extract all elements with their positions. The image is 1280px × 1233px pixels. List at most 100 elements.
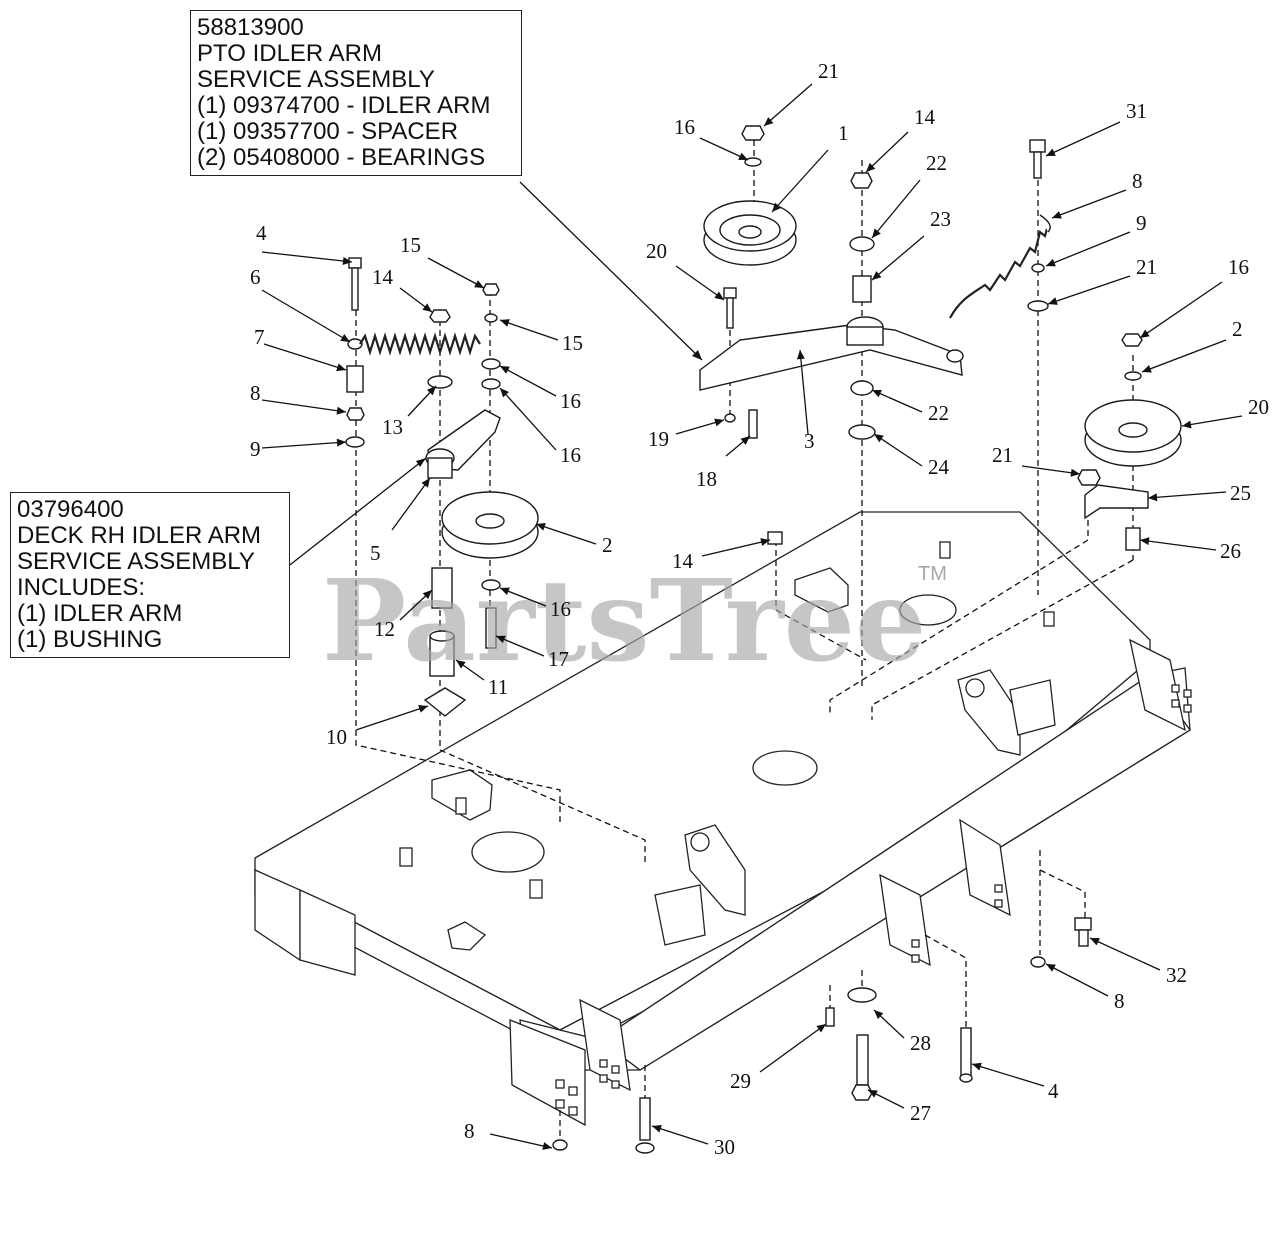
leader-arrowhead (714, 291, 724, 300)
pulley-2-left (441, 491, 539, 559)
leader-line (261, 289, 351, 343)
leader-arrowhead (796, 350, 805, 360)
part-number-label: 16 (1228, 255, 1249, 279)
leader-arrowhead (714, 418, 724, 427)
leader-arrowhead (422, 590, 432, 600)
callout-line: 58813900 (197, 14, 304, 41)
leader-arrowhead (972, 1062, 982, 1071)
part-number-label: 29 (730, 1069, 751, 1093)
deck-rh-idler-arm-callout: 03796400 DECK RH IDLER ARM SERVICE ASSEM… (10, 492, 290, 658)
part-number-label: 9 (1136, 211, 1147, 235)
leader-line (1045, 231, 1131, 267)
leader-line (261, 399, 347, 413)
part-number-label: 15 (562, 331, 583, 355)
callout-line: SERVICE ASSEMBLY (197, 66, 435, 93)
part-number-label: 27 (910, 1101, 931, 1125)
leader-arrowhead (1142, 365, 1152, 373)
part-number-label: 8 (1132, 169, 1143, 193)
leader-arrowhead (1140, 329, 1150, 338)
leader-arrowhead (760, 538, 770, 546)
part-number-label: 4 (1048, 1079, 1059, 1103)
part-number-label: 2 (1232, 317, 1243, 341)
leader-line (1021, 465, 1081, 475)
callout-line: (1) IDLER ARM (17, 600, 183, 627)
watermark-tm: TM (918, 563, 947, 585)
leader-arrowhead (1148, 493, 1158, 502)
leader-line (1141, 339, 1227, 373)
callout-line: (1) 09374700 - IDLER ARM (197, 92, 491, 119)
leader-line (759, 1023, 827, 1073)
leader-arrowhead (418, 705, 428, 713)
leader-arrowhead (1182, 420, 1192, 429)
callout-line: INCLUDES: (17, 574, 146, 601)
part-number-label: 23 (930, 207, 951, 231)
leader-arrowhead (342, 257, 352, 265)
leader-line (871, 389, 923, 413)
leader-arrowhead (1046, 148, 1056, 156)
leader-line (1051, 189, 1127, 219)
callout-line: DECK RH IDLER ARM (17, 522, 262, 549)
part-number-label: 6 (250, 265, 261, 289)
leader-arrowhead (872, 389, 882, 398)
part-number-label: 16 (550, 597, 571, 621)
part-number-label: 20 (1248, 395, 1269, 419)
leader-arrowhead (816, 1024, 826, 1033)
part-number-label: 3 (804, 429, 815, 453)
leader-arrowhead (738, 152, 748, 160)
leader-line (489, 1133, 553, 1149)
leader-arrowhead (868, 1090, 878, 1098)
part-number-label: 8 (464, 1119, 475, 1143)
part-number-label: 21 (992, 443, 1013, 467)
pulley-1 (703, 200, 797, 266)
leader-arrowhead (496, 635, 506, 644)
leader-line (535, 523, 597, 545)
part-number-label: 14 (672, 549, 694, 573)
leader-arrowhead (456, 660, 466, 669)
part-number-label: 5 (370, 541, 381, 565)
leader-arrowhead (1046, 964, 1056, 972)
leader-line (799, 349, 809, 435)
leader-line (261, 251, 353, 263)
part-number-label: 7 (254, 325, 265, 349)
leader-line (701, 539, 771, 557)
part-number-label: 22 (928, 401, 949, 425)
leader-line (499, 319, 559, 341)
leader-arrowhead (872, 228, 881, 238)
part-number-label: 8 (250, 381, 261, 405)
part-number-label: 17 (548, 647, 569, 671)
leader-line (1139, 281, 1223, 339)
leader-arrowhead (422, 303, 432, 312)
leader-arrowhead (872, 271, 882, 280)
callout-line: SERVICE ASSEMBLY (17, 548, 255, 575)
leader-line (391, 477, 431, 531)
leader-line (499, 387, 557, 451)
part-number-label: 26 (1220, 539, 1241, 563)
part-number-label: 25 (1230, 481, 1251, 505)
leader-arrowhead (1046, 258, 1056, 267)
pulley-2-right (1084, 399, 1182, 467)
leader-arrowhead (336, 406, 346, 415)
watermark-text: PartsTree (322, 556, 926, 687)
leader-arrowhead (764, 117, 774, 126)
leader-arrowhead (536, 523, 546, 531)
leader-arrowhead (866, 162, 876, 172)
leader-line (1045, 121, 1121, 157)
leader-arrowhead (421, 478, 430, 488)
pto-idler-arm-callout: 58813900 PTO IDLER ARM SERVICE ASSEMBLY … (190, 10, 522, 176)
leader-line (675, 265, 725, 301)
part-number-label: 16 (560, 443, 581, 467)
leader-arrowhead (772, 202, 782, 212)
leader-line (1047, 275, 1131, 305)
leader-arrowhead (542, 1142, 552, 1150)
leader-arrowhead (1070, 468, 1080, 477)
watermark: PartsTree TM (322, 556, 947, 687)
part-number-label: 8 (1114, 989, 1125, 1013)
part-number-label: 9 (250, 437, 261, 461)
leader-line (1139, 539, 1217, 551)
callout-line: PTO IDLER ARM (197, 40, 382, 67)
part-number-label: 13 (382, 415, 403, 439)
callout-leaders (285, 181, 703, 569)
